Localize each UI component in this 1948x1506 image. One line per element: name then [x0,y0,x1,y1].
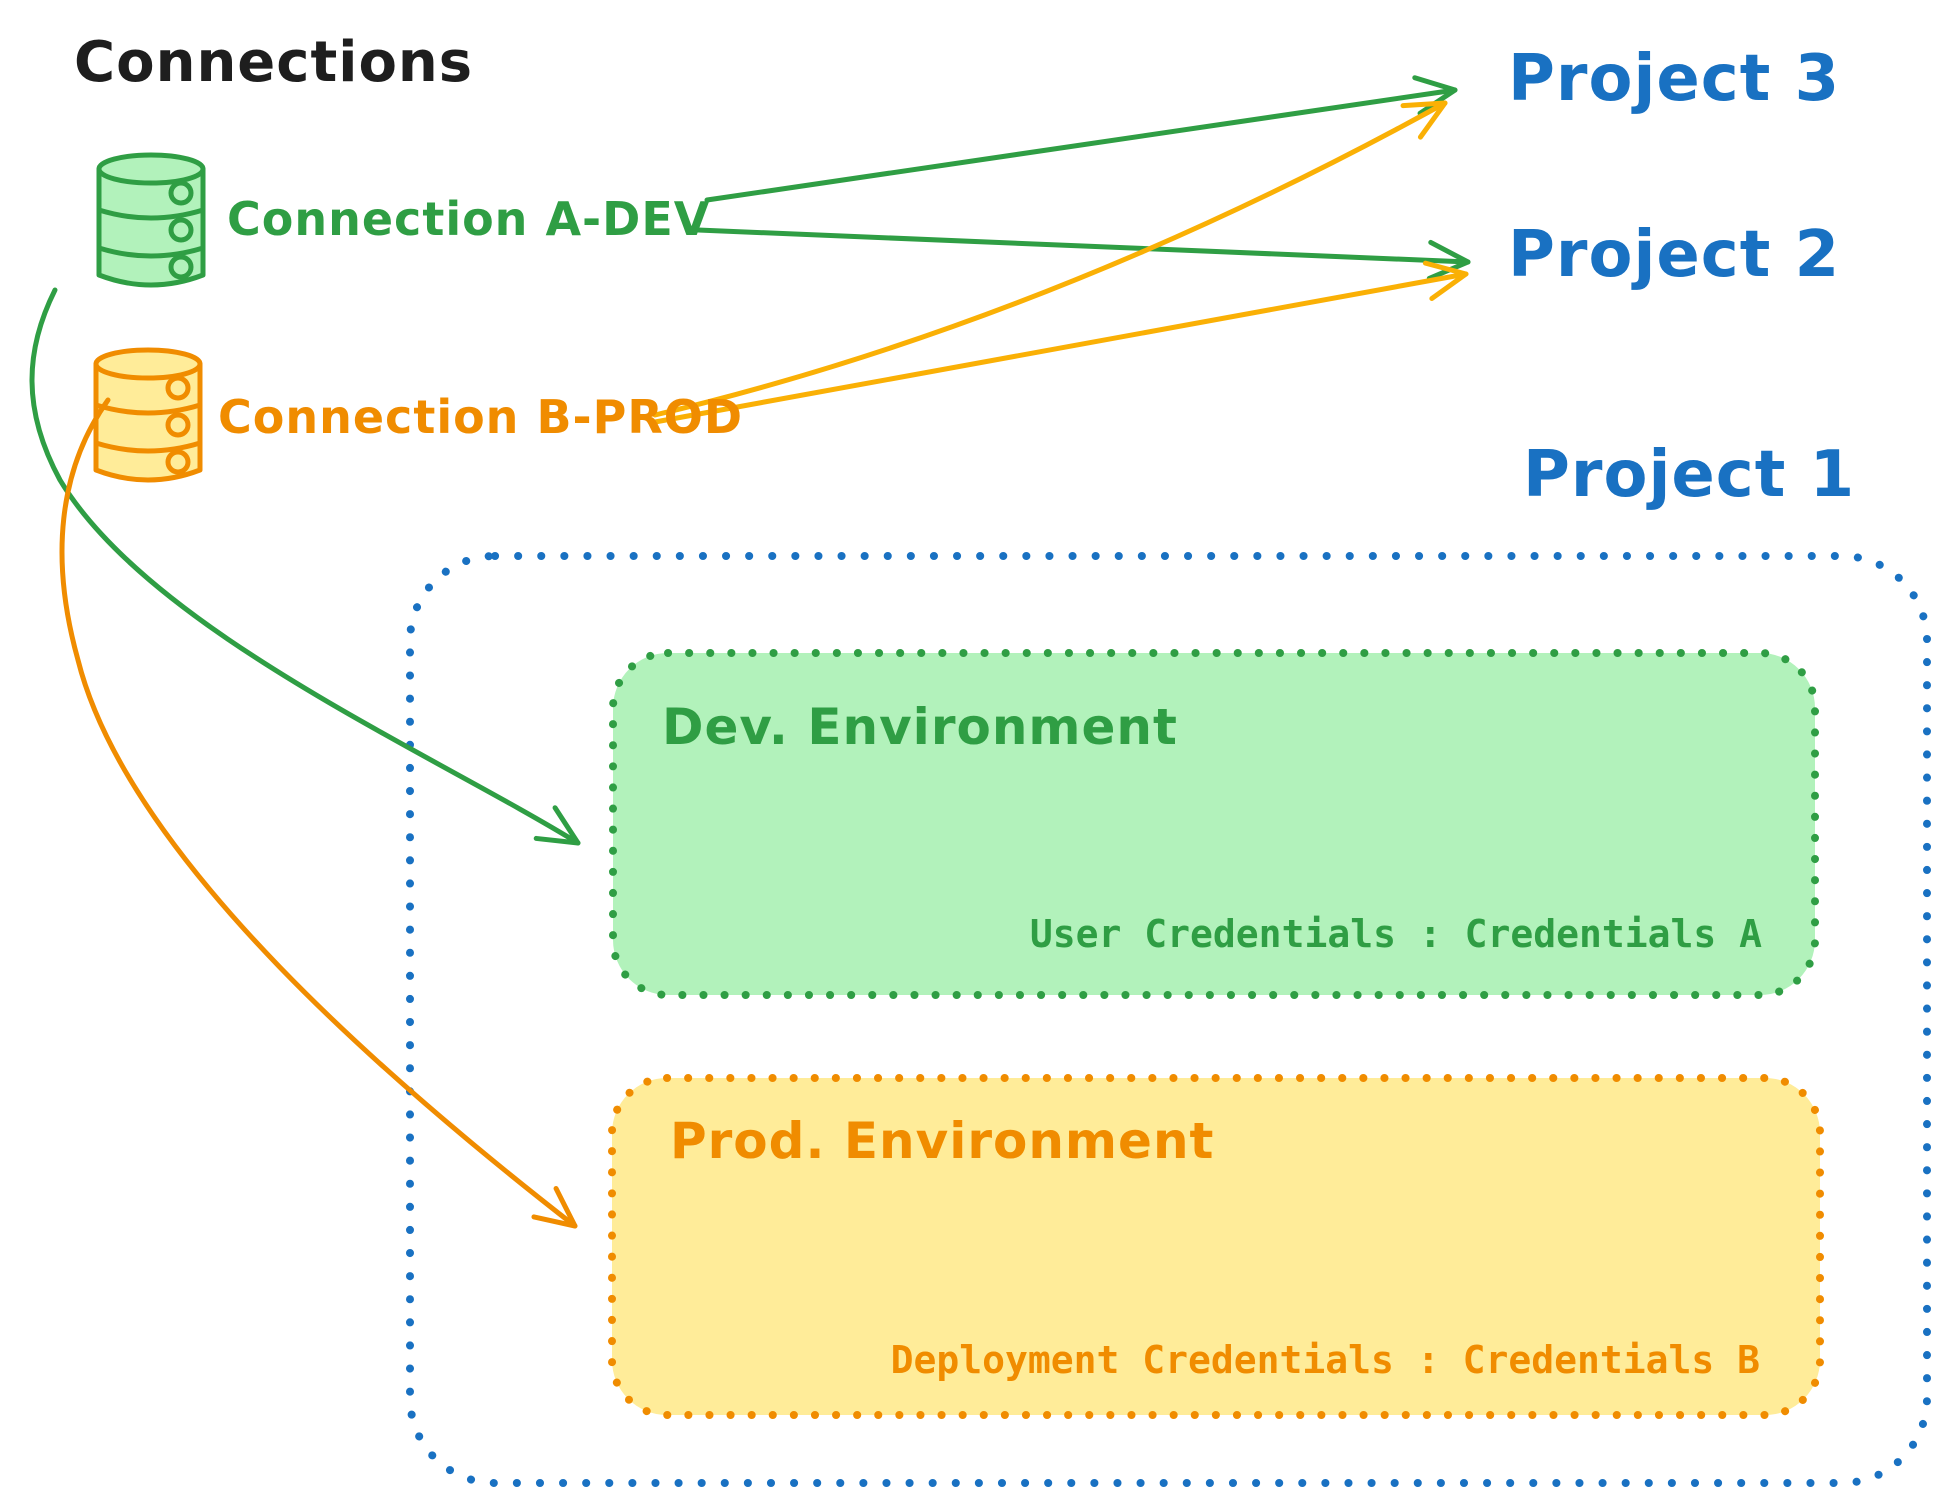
dev-environment-title: Dev. Environment [662,698,1178,756]
database-dev-icon [96,152,206,288]
arrow-prod-to-project3 [652,100,1448,418]
project-3-label: Project 3 [1508,42,1841,116]
project-1-label: Project 1 [1523,438,1856,512]
prod-environment-title: Prod. Environment [670,1112,1215,1170]
prod-environment-box [608,1074,1824,1419]
dev-environment-credentials: User Credentials : Credentials A [1029,912,1762,956]
project-1-container-box [406,552,1931,1487]
page-title: Connections [74,30,474,95]
database-prod-icon [93,347,203,483]
prod-environment-credentials: Deployment Credentials : Credentials B [890,1338,1760,1382]
arrow-prod-to-prod-environment [59,397,578,1229]
arrow-dev-to-project2 [695,227,1471,281]
project-2-label: Project 2 [1508,218,1841,292]
connection-a-dev-label: Connection A-DEV [227,192,711,246]
arrow-dev-to-project3 [704,75,1458,203]
connection-b-prod-label: Connection B-PROD [218,390,744,444]
dev-environment-box [609,649,1819,999]
arrow-dev-to-dev-environment [29,287,581,846]
arrow-prod-to-project2 [652,260,1469,425]
